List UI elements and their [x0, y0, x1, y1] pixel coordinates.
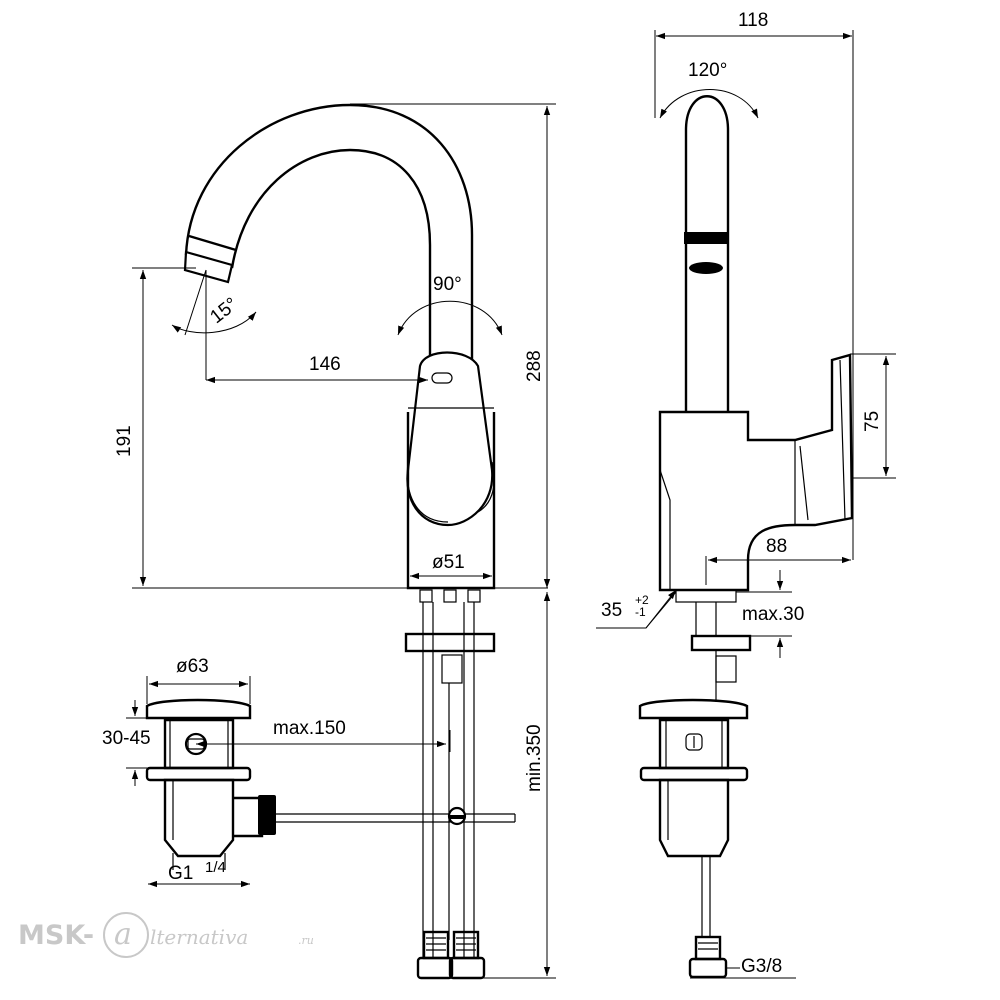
label-hose-thread: G3/8 — [741, 956, 782, 977]
label-waste-63: ø63 — [176, 656, 209, 677]
label-height-288: 288 — [524, 350, 545, 382]
watermark-brand-mark: a — [114, 917, 132, 952]
watermark-logo: MSK- a lternativa .ru — [18, 912, 314, 958]
label-hose-min350: min.350 — [524, 724, 545, 792]
label-hole-tol-plus: +2 — [635, 593, 649, 607]
side-view-faucet — [658, 95, 854, 702]
label-lever-88: 88 — [766, 536, 787, 557]
label-lever-75: 75 — [862, 411, 883, 432]
side-waste — [638, 698, 749, 979]
label-waste-thread: G1 — [168, 863, 193, 884]
front-waste — [145, 698, 276, 870]
watermark-brand-left: MSK- — [18, 920, 94, 951]
label-deck-max30: max.30 — [742, 604, 804, 625]
label-waste-range: 30-45 — [102, 728, 151, 749]
label-reach-146: 146 — [309, 354, 341, 375]
label-waste-thread-frac: 1/4 — [205, 859, 226, 876]
label-tilt-15: 15° — [206, 294, 242, 328]
watermark-brand-right: lternativa — [150, 925, 248, 949]
label-base-diameter: ø51 — [432, 552, 465, 573]
dimension-lines — [126, 30, 896, 979]
dimension-labels: 118 120° 90° 15° 146 288 191 ø51 75 88 3… — [102, 10, 883, 977]
watermark-brand-tld: .ru — [298, 934, 314, 947]
label-height-191: 191 — [114, 425, 135, 457]
label-rod-max150: max.150 — [273, 718, 346, 739]
label-hole-35: 35 — [601, 600, 622, 621]
label-rotation-120: 120° — [688, 60, 727, 81]
label-width-118: 118 — [738, 10, 768, 31]
label-rotation-90: 90° — [433, 274, 462, 295]
front-view-faucet — [183, 103, 516, 980]
label-hole-tol-minus: -1 — [635, 605, 646, 619]
